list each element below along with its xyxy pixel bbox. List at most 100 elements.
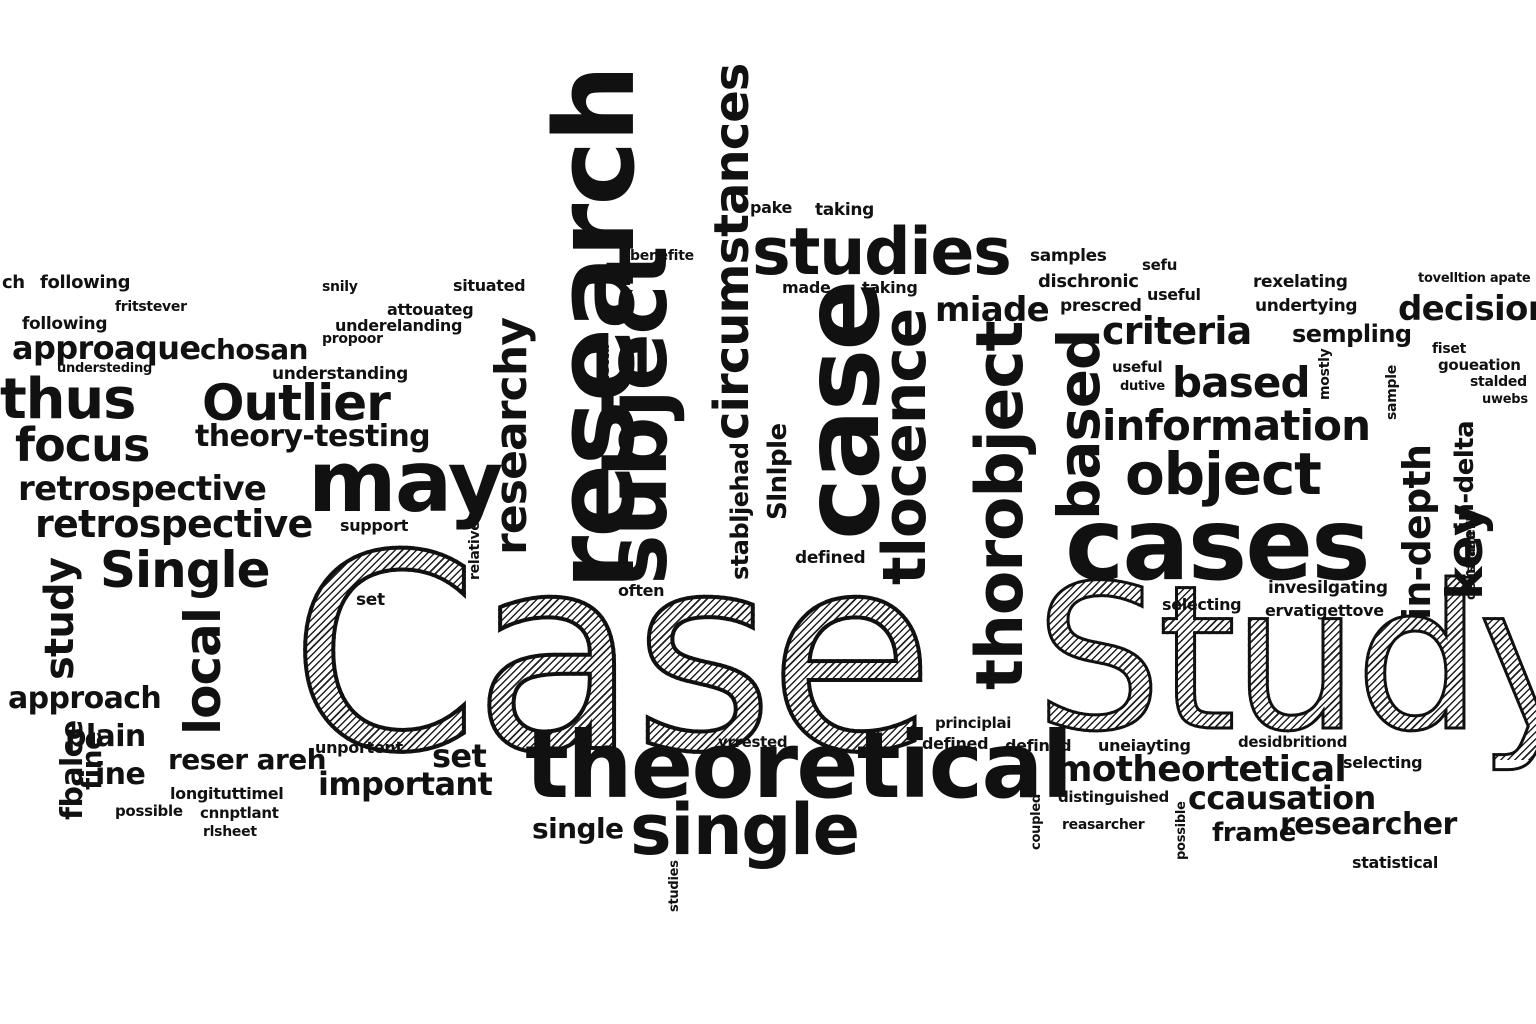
cloud-word: possible xyxy=(1174,801,1189,860)
cloud-word: single xyxy=(630,789,860,871)
cloud-word: defined xyxy=(1005,736,1072,755)
cloud-word: snily xyxy=(322,279,358,295)
cloud-word: studies xyxy=(667,860,682,912)
cloud-word: information xyxy=(1102,401,1371,450)
cloud-word: prescred xyxy=(1060,296,1142,316)
cloud-word: set xyxy=(432,737,487,775)
cloud-word: taking xyxy=(815,200,874,220)
cloud-word: important xyxy=(318,765,493,803)
cloud-word: goueation xyxy=(1438,356,1521,374)
cloud-word: criteria xyxy=(1102,309,1252,353)
cloud-word: deusuaaa xyxy=(1464,531,1479,600)
cloud-word: cnnptlant xyxy=(200,804,279,822)
cloud-word: based xyxy=(1172,358,1311,407)
cloud-word: focus xyxy=(15,418,150,472)
cloud-word: Outlier xyxy=(202,374,391,432)
cloud-word: statistical xyxy=(1352,853,1439,872)
cloud-word: Slnlple xyxy=(763,423,793,520)
cloud-word: mostly xyxy=(1317,348,1333,400)
cloud-word: rlsheet xyxy=(203,824,257,840)
cloud-word: following xyxy=(22,314,108,334)
cloud-word: uneiayting xyxy=(1098,736,1191,755)
cloud-word: Single xyxy=(100,541,271,599)
cloud-word: Case xyxy=(288,497,937,812)
cloud-word: principlai xyxy=(935,714,1012,732)
cloud-word: approach xyxy=(8,681,162,716)
cloud-word: fiset xyxy=(1432,341,1467,357)
cloud-word: undertying xyxy=(1255,296,1358,316)
cloud-word: thus xyxy=(0,367,136,432)
cloud-word: longituttimel xyxy=(170,784,284,803)
cloud-word: dischronic xyxy=(1038,271,1139,292)
cloud-word: sefu xyxy=(1142,256,1178,274)
cloud-word: uwebs xyxy=(1482,392,1528,407)
cloud-word: unportent xyxy=(315,738,403,757)
cloud-word: samples xyxy=(1030,246,1107,266)
cloud-word: pake xyxy=(750,198,793,217)
cloud-word: dutive xyxy=(1120,379,1165,394)
cloud-word: coupled xyxy=(1029,794,1044,850)
cloud-word: single xyxy=(532,812,624,845)
cloud-word: frame xyxy=(1212,818,1296,848)
cloud-word: decision xyxy=(1398,289,1536,329)
cloud-word: understanding xyxy=(272,364,408,384)
cloud-word: set xyxy=(356,590,385,610)
cloud-word: ch xyxy=(2,272,25,293)
cloud-word: underelanding xyxy=(335,316,463,335)
cloud-word: possible xyxy=(115,802,183,820)
cloud-word: circumstances xyxy=(704,63,760,440)
cloud-word: may xyxy=(308,433,503,532)
cloud-word: sample xyxy=(1384,364,1400,420)
cloud-word: reasarcher xyxy=(1062,817,1145,833)
cloud-word: taking xyxy=(862,278,918,297)
cloud-word: relatively xyxy=(467,508,483,580)
cloud-word: retrospective xyxy=(18,469,267,509)
cloud-word: following xyxy=(40,272,131,293)
cloud-word: sempling xyxy=(1292,320,1412,348)
cloud-word: vrrested xyxy=(718,733,788,751)
cloud-word: studies xyxy=(752,215,1012,290)
cloud-word: fritstever xyxy=(115,299,187,315)
cloud-word: object xyxy=(1125,440,1322,508)
cloud-word: reser areh xyxy=(168,743,327,776)
cloud-word: thorobject xyxy=(963,321,1038,690)
cloud-word: miade xyxy=(935,290,1050,330)
cloud-word: local xyxy=(174,607,232,735)
cloud-word: desidbritiond xyxy=(1238,733,1348,751)
cloud-word: plain xyxy=(65,719,146,754)
cloud-word: tovelltion apate xyxy=(1418,271,1531,286)
cloud-word: situated xyxy=(453,276,526,295)
cloud-word: propoor xyxy=(322,331,383,347)
cloud-word: attouateg xyxy=(387,300,474,319)
cloud-word: support xyxy=(340,516,409,535)
cloud-word: selecting xyxy=(1343,753,1423,772)
cloud-word: theoretical xyxy=(525,712,1073,819)
cloud-word: researcher xyxy=(1280,807,1457,842)
cloud-word: retrospective xyxy=(35,502,313,546)
cloud-word: stabljehad xyxy=(726,442,754,580)
cloud-word: motheortetical xyxy=(1055,749,1347,790)
cloud-word: selecting xyxy=(1162,595,1242,614)
cloud-word: made xyxy=(782,278,831,297)
cloud-word: understeding xyxy=(57,361,153,376)
cloud-word: ine xyxy=(95,757,146,792)
cloud-word: based xyxy=(1045,329,1113,520)
cloud-word: in-depth xyxy=(1395,444,1439,620)
cloud-word: benefite xyxy=(630,248,694,264)
cloud-word: retetta xyxy=(597,344,613,398)
cloud-word: defined xyxy=(795,548,866,568)
cloud-word: invesilgating xyxy=(1268,578,1388,598)
cloud-word: theory-testing xyxy=(195,419,431,454)
cloud-word: chosan xyxy=(200,333,308,366)
cloud-word: ccausation xyxy=(1188,779,1376,817)
cloud-word: often xyxy=(618,581,665,600)
cloud-word: study xyxy=(37,557,83,680)
cloud-word: fine xyxy=(75,731,108,790)
cloud-word: rexelating xyxy=(1253,272,1348,292)
cloud-word: cases xyxy=(1065,486,1371,603)
cloud-word: tlocence xyxy=(870,308,940,585)
cloud-word: ervatigettove xyxy=(1265,601,1384,620)
cloud-word: approaque xyxy=(12,329,201,367)
cloud-word: distinguished xyxy=(1058,788,1169,806)
